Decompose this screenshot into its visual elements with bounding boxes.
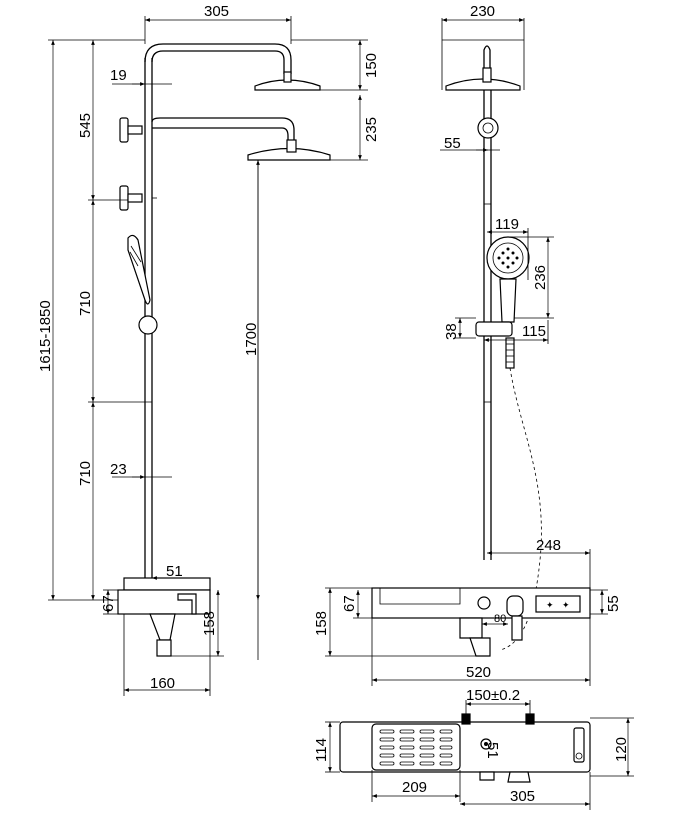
dim-front-235: 235: [363, 117, 380, 142]
dim-top-51: 51: [484, 742, 501, 759]
dim-side-236: 236: [532, 265, 549, 290]
rain-head-side: [445, 78, 521, 91]
dim-side-119: 119: [495, 216, 519, 233]
dim-front-19: 19: [110, 67, 127, 84]
dim-side-55b: 55: [605, 595, 622, 612]
inlet-right: [525, 713, 535, 725]
dim-side-230: 230: [470, 3, 495, 20]
dim-front-1700: 1700: [243, 323, 260, 356]
dim-front-158: 158: [201, 611, 218, 636]
soap-tray: [371, 723, 461, 771]
dim-front-total: 1615-1850: [37, 300, 54, 372]
bracket-side-icon: [477, 117, 499, 139]
dim-side-38: 38: [443, 323, 460, 340]
dim-top-spacing: 150±0.2: [466, 687, 520, 704]
rain-head-front: [254, 79, 321, 91]
dim-top-209: 209: [402, 779, 427, 796]
front-view: [48, 16, 368, 696]
dim-side-55: 55: [444, 135, 461, 152]
hand-shower-holder: [475, 321, 513, 337]
svg-text:✦: ✦: [562, 600, 570, 610]
dim-side-80: 80: [494, 613, 506, 625]
inlet-left: [461, 713, 471, 725]
dim-top-305: 305: [510, 788, 535, 805]
dim-side-158: 158: [313, 611, 330, 636]
dim-front-23: 23: [110, 461, 127, 478]
dim-top-114: 114: [313, 738, 330, 762]
dim-front-51: 51: [166, 563, 183, 580]
top-view: [325, 700, 634, 810]
dim-side-248: 248: [536, 537, 561, 554]
dim-top-120: 120: [613, 737, 630, 762]
dim-side-520: 520: [466, 664, 491, 681]
dim-front-67: 67: [100, 595, 117, 612]
side-view: ✦ ✦: [325, 18, 608, 686]
hose: [499, 367, 542, 651]
bracket-icon: [119, 185, 129, 211]
dim-front-160: 160: [150, 675, 175, 692]
rain-head-front-lower: [247, 147, 331, 161]
dim-front-150: 150: [363, 53, 380, 78]
dim-front-545: 545: [77, 113, 94, 138]
dim-front-710-mid: 710: [77, 291, 94, 316]
diverter-knob-icon: [477, 596, 491, 610]
dim-front-710-low: 710: [77, 461, 94, 486]
valve-lever-icon: [177, 593, 197, 615]
dim-front-305: 305: [204, 3, 229, 20]
hand-shower-front: [127, 234, 151, 305]
dim-side-67: 67: [341, 595, 358, 612]
dim-side-115: 115: [522, 323, 546, 340]
sign-icon: ✦: [546, 600, 554, 610]
